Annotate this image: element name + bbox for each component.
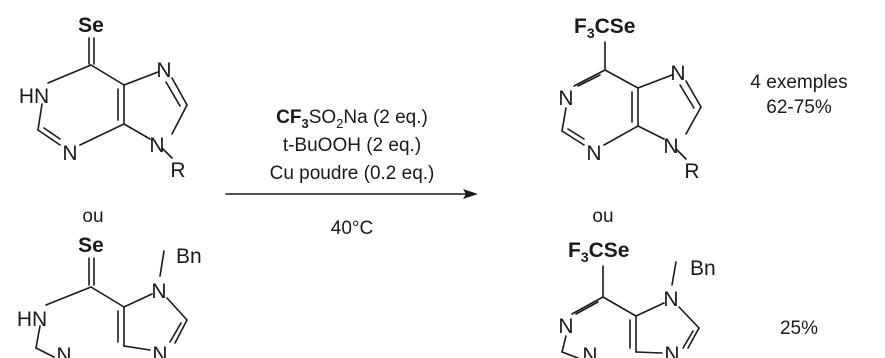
bond [561,130,585,146]
oxidant-label: t-BuOOH (2 eq.) [283,135,421,156]
ring-n-left-atom: N [558,315,573,338]
bond [685,106,702,135]
bond [561,351,579,358]
temperature-label: 40°C [331,218,373,239]
reagent-cf: CF [276,107,301,128]
n-benzyl-atom: N [663,288,678,311]
bond [671,261,677,286]
nh-atom: HN [17,308,47,331]
bond [161,147,173,159]
n-substituted-atom: N [663,135,678,158]
ring-n-atom: N [62,142,77,165]
bond [35,347,55,358]
benzyl-group: Bn [690,257,716,280]
imidazole-n-atom: N [156,59,171,82]
nh-atom: HN [19,85,49,108]
bond [159,250,165,277]
bond [35,325,41,349]
trifluoromethylselanyl-group: F3CSe [574,15,635,41]
reactant-bottom: Se Bn HN N N N [17,234,202,358]
reagent-sub2: 2 [336,116,343,131]
bond [90,286,125,308]
bond [575,301,599,315]
ring-n-atom: N [582,344,597,358]
yield-bottom: 25% [780,318,818,339]
bond [675,148,687,160]
bond [685,80,702,108]
bond [165,81,181,107]
bond [571,296,604,315]
group-f: F [574,15,587,38]
group-f: F [568,239,581,262]
product-top: F3CSe N N N N R [558,15,702,183]
reactant-top: Se HN N N N R [19,14,188,182]
bond [123,71,159,86]
bond [635,302,665,317]
group-cse: CSe [589,239,630,262]
bond [602,296,637,317]
bond [166,297,188,321]
ring-n-left-atom: N [558,87,573,110]
benzyl-group: Bn [176,245,202,268]
reaction-arrow [225,189,478,199]
product-bottom: F3CSe Bn N N N N [558,239,716,358]
bond [79,123,125,146]
bond [678,306,700,329]
bond [174,319,188,344]
r-group: R [170,159,185,182]
or-label-right: ou [592,206,613,227]
arrow-head [463,189,478,199]
bond [637,74,673,89]
bond [123,293,153,308]
bond [577,74,601,87]
bond [169,322,182,343]
r-group: R [684,160,699,183]
trifluoromethylselanyl-group: F3CSe [568,239,629,265]
n-benzyl-atom: N [151,280,166,303]
ring-n-atom: N [586,142,601,165]
bond [45,286,92,306]
yield-top-line1: 4 exemples [750,72,847,93]
reagent-tail: Na (2 eq.) [343,107,427,128]
reagent-label: CF3SO2Na (2 eq.) [276,107,428,131]
bond [123,123,151,140]
yield-top-line2: 62-75% [766,97,832,118]
imidazole-n-atom: N [670,62,685,85]
bond [637,125,665,140]
bond [171,77,188,106]
bond [679,84,695,109]
se-atom: Se [78,234,104,257]
or-label-left: ou [82,206,103,227]
bond [682,330,694,349]
bond [635,351,663,354]
bond [573,69,606,87]
imidazole-n-atom: N [664,343,679,358]
bond [604,69,639,89]
reagent-so: SO [309,107,336,128]
n-substituted-atom: N [149,134,164,157]
bond [37,103,43,131]
bond [90,64,125,86]
bond [37,129,61,146]
bond [687,327,700,349]
bond [123,345,151,351]
se-atom: Se [78,14,104,37]
bond [567,128,585,140]
bond [561,107,567,132]
imidazole-n-atom: N [152,343,167,358]
group-sub3: 3 [581,249,589,265]
reagent-sub3: 3 [301,116,308,131]
bond [171,104,188,135]
group-sub3: 3 [587,25,595,41]
group-cse: CSe [595,15,636,38]
bond [43,127,61,140]
bond [47,64,92,84]
ring-n-atom: N [56,344,71,358]
catalyst-label: Cu poudre (0.2 eq.) [270,163,435,184]
bond [603,125,639,146]
bond [561,335,567,353]
